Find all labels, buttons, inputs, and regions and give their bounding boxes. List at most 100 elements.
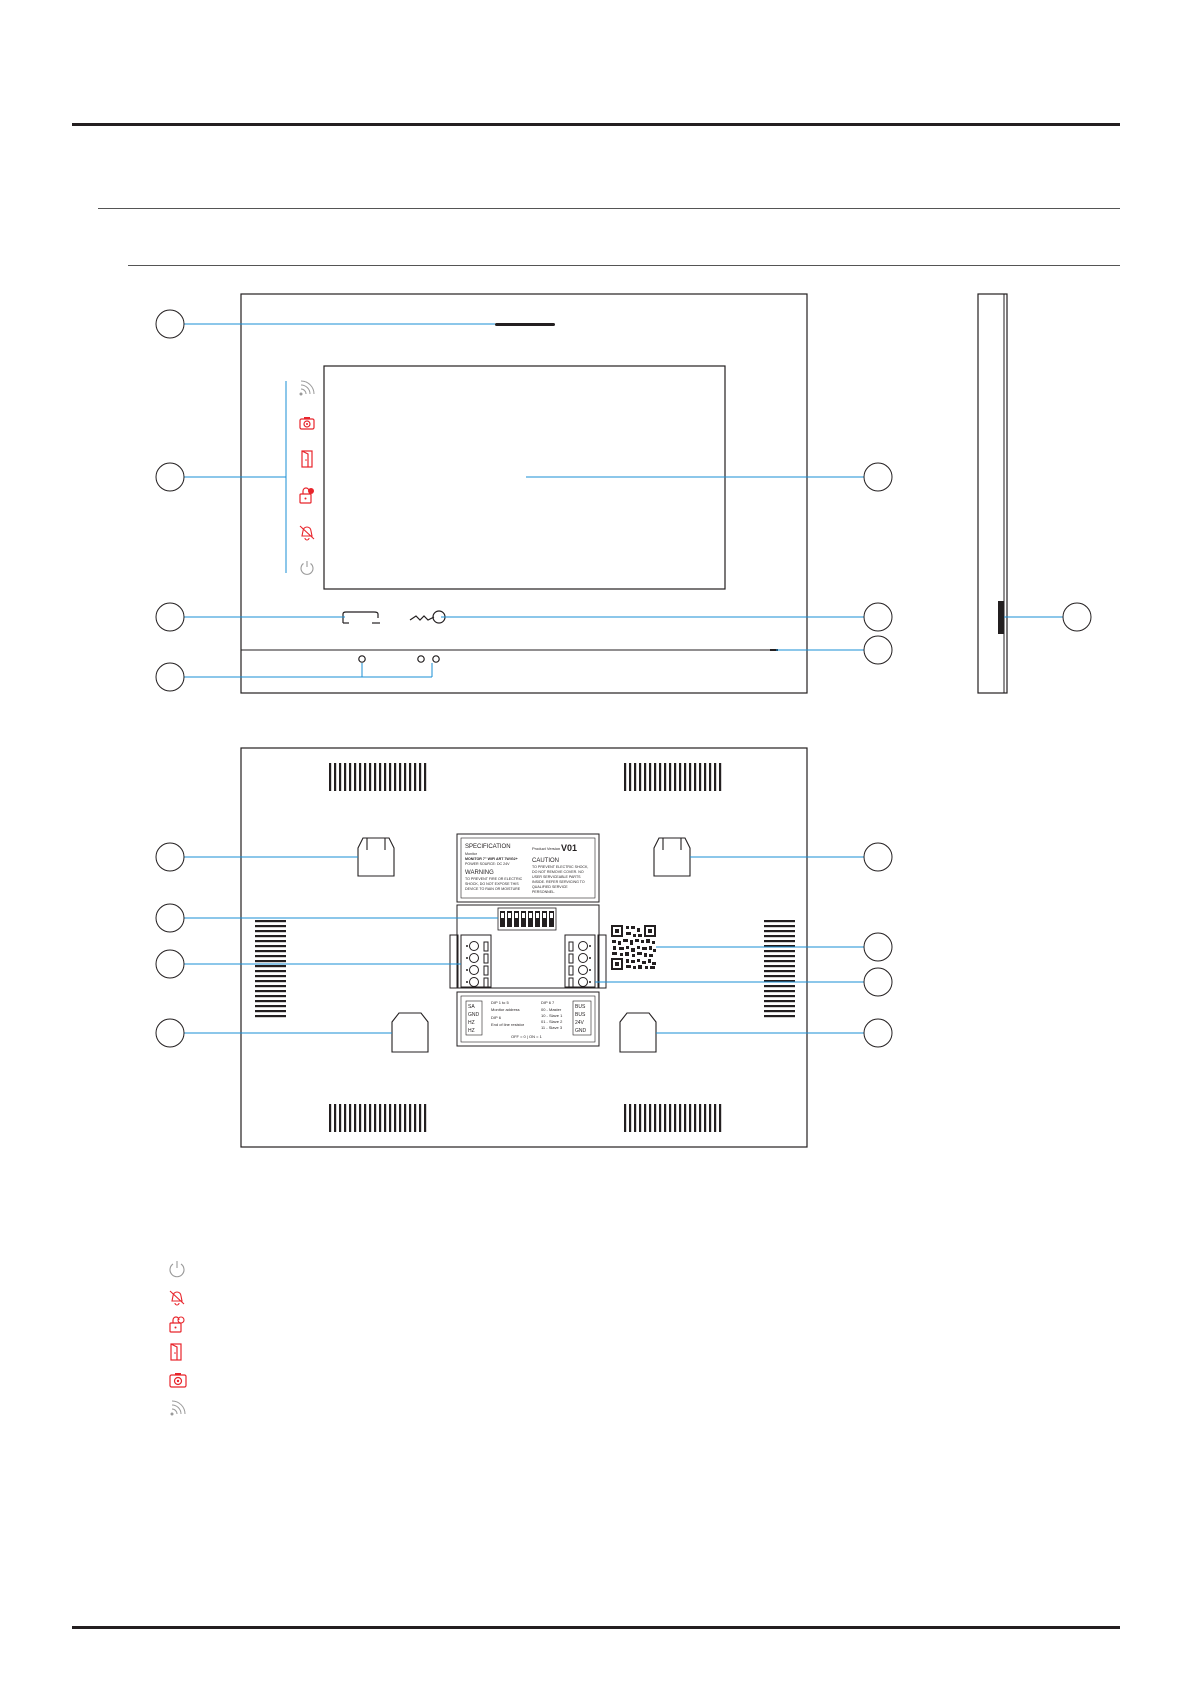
term-sa: SA (468, 1004, 475, 1010)
vent-bottom-left (329, 1104, 427, 1132)
term-gnd-left: GND (468, 1012, 480, 1018)
terminal-markers (466, 945, 591, 983)
product-version-label: Product Version (532, 846, 560, 851)
back-view (240, 747, 808, 1148)
product-version-value: V01 (561, 843, 577, 853)
unlock-key-icon (409, 610, 446, 624)
mount-hook-top-left (357, 837, 395, 877)
vent-top-right (624, 763, 722, 791)
spec-line3: POWER SOURCE: DC 24V (465, 862, 510, 866)
legend-power-icon (169, 1261, 185, 1278)
subsection-rule (128, 265, 1120, 266)
caution-line1: TO PREVENT ELECTRIC SHOCK, (532, 865, 588, 869)
door-icon (301, 450, 313, 468)
legend-bell-mute-icon (169, 1290, 185, 1306)
callout-indicators (155, 462, 185, 492)
side-housing (977, 293, 1008, 694)
callout-indicator-led (863, 635, 893, 665)
caution-line5: QUALIFIED SERVICE (532, 885, 568, 889)
dip-mode-slave3: 11 - Slave 3 (541, 1025, 563, 1030)
callout-talk-button (155, 602, 185, 632)
vent-right (764, 920, 795, 1018)
callout-microphone (155, 662, 185, 692)
callout-speaker (155, 309, 185, 339)
warning-title: WARNING (465, 870, 494, 876)
callout-dip-switch (155, 903, 185, 933)
dip-label-box (456, 991, 600, 1047)
dip-6-7-title: DIP 6 7 (541, 1000, 555, 1005)
qr-code (611, 925, 656, 970)
spec-label-box (456, 833, 600, 903)
caution-title: CAUTION (532, 858, 559, 864)
term-24v: 24V (575, 1020, 585, 1026)
wifi-icon (299, 380, 315, 396)
unlock-icon (299, 487, 314, 504)
term-bus-1: BUS (575, 1004, 586, 1010)
term-hz-1: HZ (468, 1020, 475, 1026)
speaker-slot (495, 323, 555, 326)
mount-hook-bottom-left (391, 1012, 429, 1053)
legend-camera-icon (169, 1373, 187, 1388)
vent-top-left (329, 763, 427, 791)
caution-line6: PERSONNEL. (532, 890, 555, 894)
sd-indicator (770, 649, 778, 651)
front-housing (240, 293, 808, 694)
dip-6-title: DIP 6 (491, 1015, 502, 1020)
top-rule (72, 123, 1120, 126)
spec-line1: Monitor (465, 852, 478, 856)
talk-button-icon (342, 611, 380, 624)
callout-qr-code (863, 932, 893, 962)
side-view (977, 293, 1092, 694)
vent-bottom-right (624, 1104, 722, 1132)
warning-line1: TO PREVENT FIRE OR ELECTRIC (465, 877, 523, 881)
callout-screen (863, 462, 893, 492)
caution-line2: DO NOT REMOVE COVER. NO (532, 870, 584, 874)
terminal-block (449, 904, 607, 989)
mount-hook-bottom-right (619, 1012, 657, 1053)
camera-icon (299, 417, 315, 430)
microphone-hole (358, 655, 366, 663)
sensor-hole-1 (417, 655, 425, 663)
dip-mode-master: 00 - Master (541, 1007, 562, 1012)
back-callouts (155, 842, 893, 1048)
legend-unlock-icon (169, 1316, 185, 1333)
bell-mute-icon (299, 525, 315, 541)
dip-footer: OFF = 0 | ON = 1 (511, 1034, 543, 1039)
callout-mount-hook-bottom-left (155, 1018, 185, 1048)
callout-unlock-button (863, 602, 893, 632)
legend-wifi-icon (170, 1400, 186, 1416)
dip-1-5-title: DIP 1 to 5 (491, 1000, 509, 1005)
warning-line2: SHOCK, DO NOT EXPOSE THIS (465, 882, 519, 886)
warning-line3: DEVICE TO RAIN OR MOISTURE (465, 887, 521, 891)
spec-line2: MONITOR 7" WIFI ART 7W/G2+ (465, 857, 518, 861)
dip-mode-slave2: 01 - Slave 2 (541, 1019, 563, 1024)
callout-terminal-left (155, 949, 185, 979)
term-bus-2: BUS (575, 1012, 586, 1018)
callout-terminal-right (863, 967, 893, 997)
front-callouts (155, 309, 893, 692)
spec-label-text: SPECIFICATION Monitor MONITOR 7" WIFI AR… (465, 843, 588, 894)
dip-mode-slave1: 10 - Slave 1 (541, 1013, 563, 1018)
caution-line4: INSIDE. REFER SERVICING TO (532, 880, 585, 884)
term-gnd-right: GND (575, 1028, 587, 1034)
sd-card-slot (998, 601, 1004, 634)
sensor-hole-2 (432, 655, 440, 663)
callout-mount-hook-bottom-right (863, 1018, 893, 1048)
dip-1-5-desc: Monitor address (491, 1007, 520, 1012)
callout-mount-hook-left (155, 842, 185, 872)
mount-hook-top-right (653, 837, 691, 877)
section-rule (98, 208, 1120, 209)
power-icon (300, 561, 314, 575)
spec-title: SPECIFICATION (465, 844, 511, 850)
callout-mount-hook-right (863, 842, 893, 872)
term-hz-2: HZ (468, 1028, 475, 1034)
vent-left (255, 920, 286, 1018)
caution-line3: USER SERVICEABLE PARTS (532, 875, 581, 879)
front-view (240, 293, 808, 694)
legend-door-icon (170, 1343, 182, 1361)
dip-label-text: SA GND HZ HZ BUS BUS 24V GND DIP 1 to 5 … (468, 1000, 587, 1039)
dip-switch-block (497, 907, 557, 931)
dip-6-desc: End of line resistor (491, 1022, 525, 1027)
